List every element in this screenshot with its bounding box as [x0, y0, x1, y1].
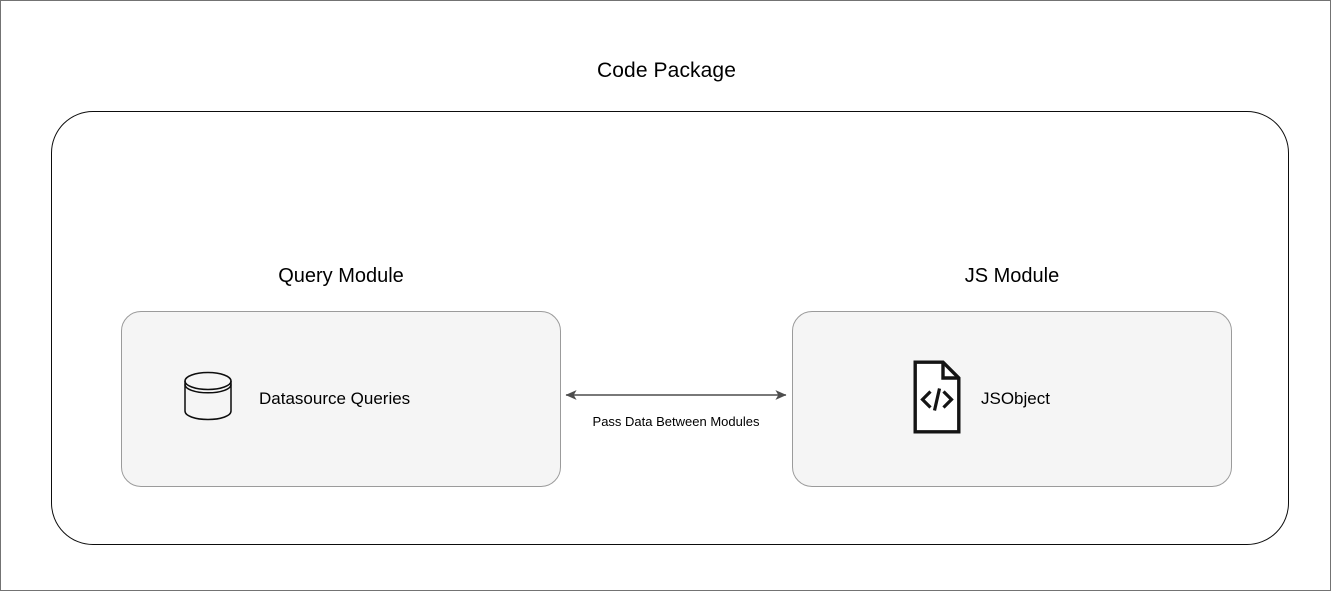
- module-label-query: Query Module: [278, 265, 404, 287]
- connector-arrow: [560, 375, 792, 415]
- module-card-js[interactable]: JSObject: [792, 311, 1232, 487]
- page-title: Code Package: [597, 59, 736, 82]
- database-cylinder-icon: [180, 369, 236, 430]
- module-group-query: Query Module Datasource Queries: [121, 263, 561, 487]
- code-package-container: [51, 111, 1289, 545]
- card-content-query: Datasource Queries: [122, 312, 618, 486]
- item-label-jsobject: JSObject: [981, 389, 1050, 408]
- module-label-js: JS Module: [964, 265, 1060, 287]
- connector-label: Pass Data Between Modules: [592, 414, 760, 429]
- module-group-js: JS Module JSObject: [792, 263, 1232, 487]
- code-file-icon: [913, 360, 961, 439]
- card-content-js: JSObject: [793, 312, 1330, 486]
- item-label-datasource-queries: Datasource Queries: [259, 389, 411, 408]
- module-card-query[interactable]: Datasource Queries: [121, 311, 561, 487]
